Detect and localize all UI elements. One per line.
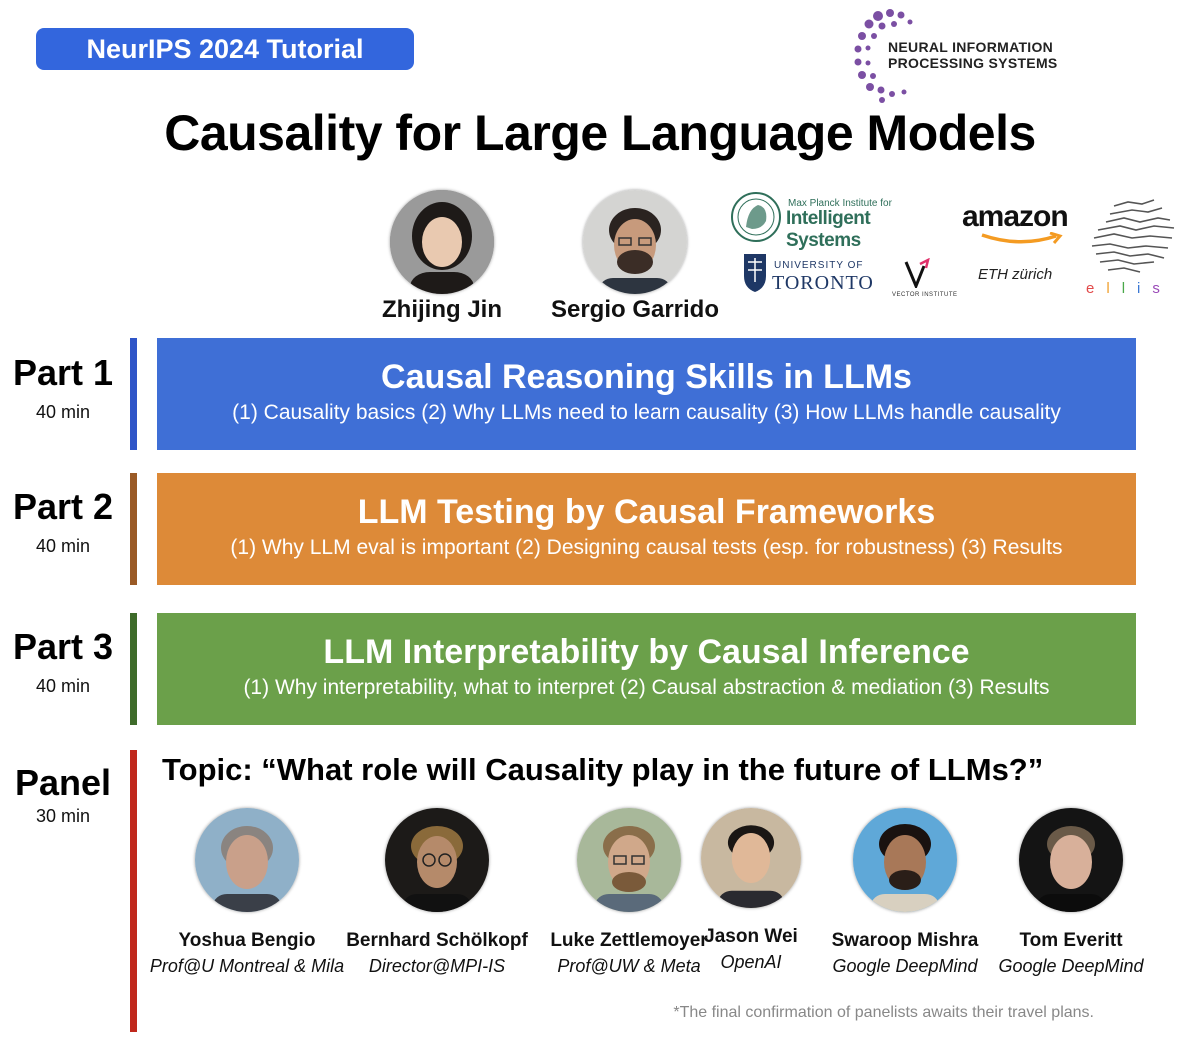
minerva-seal-icon [731,192,781,242]
amazon-smile-icon [981,232,1063,244]
part-1-label: Part 1 40 min [12,352,114,422]
panelist-jason-wei: Jason Wei OpenAI [686,808,816,973]
avatar [577,808,681,912]
avatar [1019,808,1123,912]
avatar [390,190,494,294]
ellis-wordmark: ellis [1086,280,1172,297]
panelist-bernhard-scholkopf: Bernhard Schölkopf Director@MPI-IS [332,808,542,977]
part-3-box: LLM Interpretability by Causal Inference… [157,613,1136,725]
panelist-name: Luke Zettlemoyer [550,930,708,951]
part-title: LLM Testing by Causal Frameworks [357,493,936,531]
part-2-bar [130,473,137,585]
vector-v-icon [904,258,930,288]
part-title: LLM Interpretability by Causal Inference [323,633,970,671]
europe-map-icon [1091,199,1175,273]
part-title: Causal Reasoning Skills in LLMs [381,358,912,396]
part-2-box: LLM Testing by Causal Frameworks (1) Why… [157,473,1136,585]
footnote: *The final confirmation of panelists awa… [673,1004,1094,1021]
panelist-yoshua-bengio: Yoshua Bengio Prof@U Montreal & Mila [142,808,352,977]
part-subtitle: (1) Why interpretability, what to interp… [243,676,1050,699]
panel-topic: Topic: “What role will Causality play in… [162,752,1044,787]
panelist-name: Yoshua Bengio [178,930,316,951]
speaker-name: Zhijing Jin [382,296,502,323]
panelist-affiliation: Prof@UW & Meta [557,956,701,976]
neurips-wordmark: NEURAL INFORMATION PROCESSING SYSTEMS [888,39,1058,71]
panelist-name: Swaroop Mishra [831,930,979,951]
speaker-name: Sergio Garrido [550,296,720,323]
neurips-dots-icon [854,9,913,103]
speaker-sergio-garrido: Sergio Garrido [548,190,722,324]
panelist-affiliation: Prof@U Montreal & Mila [149,956,345,976]
vector-institute-logo: VECTOR INSTITUTE [888,258,957,300]
panelist-tom-everitt: Tom Everitt Google DeepMind [966,808,1176,977]
neurips-logo: NEURAL INFORMATION PROCESSING SYSTEMS [848,6,1068,106]
part-3-label: Part 3 40 min [12,626,114,696]
panelist-name: Jason Wei [704,926,798,947]
avatar [701,808,801,908]
panel-label: Panel 30 min [14,762,112,826]
tutorial-badge: NeurIPS 2024 Tutorial [36,28,414,70]
panelist-affiliation: Director@MPI-IS [368,956,506,976]
toronto-logo: UNIVERSITY OF TORONTO [742,250,882,298]
toronto-crest-icon [744,254,766,292]
panelist-affiliation: Google DeepMind [832,956,978,976]
panelist-swaroop-mishra: Swaroop Mishra Google DeepMind [800,808,1010,977]
panelist-name: Bernhard Schölkopf [346,930,528,951]
eth-zurich-logo: ETH zürich [978,266,1053,283]
part-3-bar [130,613,137,725]
avatar [385,808,489,912]
avatar [195,808,299,912]
amazon-logo: amazon [962,200,1078,246]
part-subtitle: (1) Causality basics (2) Why LLMs need t… [232,401,1061,424]
panelist-name: Tom Everitt [1019,930,1123,951]
page-title: Causality for Large Language Models [164,105,1036,161]
part-1-bar [130,338,137,450]
panelist-affiliation: OpenAI [720,952,782,972]
speaker-zhijing-jin: Zhijing Jin [372,190,512,324]
panelist-luke-zettlemoyer: Luke Zettlemoyer Prof@UW & Meta [524,808,734,977]
part-1-box: Causal Reasoning Skills in LLMs (1) Caus… [157,338,1136,450]
panelist-affiliation: Google DeepMind [998,956,1144,976]
mpi-logo: Max Planck Institute for Intelligent Sys… [730,190,946,251]
panel-bar [130,750,137,1032]
part-subtitle: (1) Why LLM eval is important (2) Design… [230,536,1063,559]
part-2-label: Part 2 40 min [12,486,114,556]
ellis-logo: ellis ellis [1084,196,1184,300]
avatar [583,190,687,294]
avatar [853,808,957,912]
